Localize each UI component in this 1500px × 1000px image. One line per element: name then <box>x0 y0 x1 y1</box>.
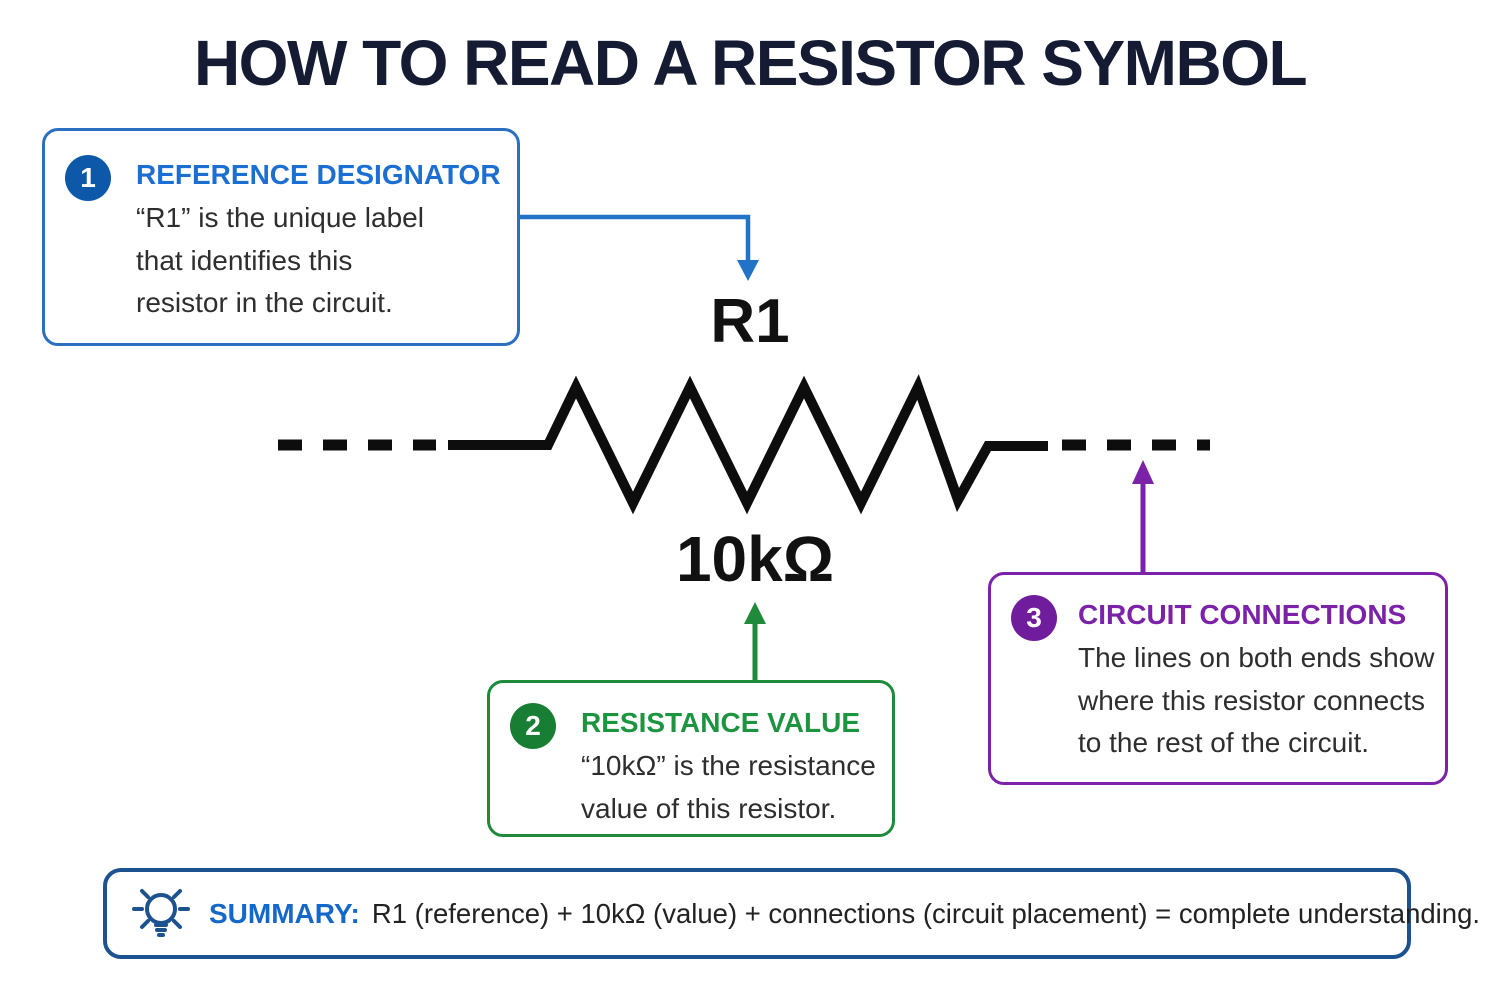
callout-3-number-badge: 3 <box>1011 595 1057 641</box>
resistor-symbol <box>278 374 1210 515</box>
callout-2-title: RESISTANCE VALUE <box>581 707 860 738</box>
callout-1-body: “R1” is the unique label that identifies… <box>136 202 424 319</box>
callout-1-number-badge: 1 <box>65 155 111 201</box>
lightbulb-icon <box>132 888 190 937</box>
resistor-zigzag <box>448 374 1048 515</box>
summary-label: SUMMARY: <box>209 897 360 929</box>
resistor-value-label: 10kΩ <box>675 523 835 595</box>
page-title: HOW TO READ A RESISTOR SYMBOL <box>193 27 1308 99</box>
summary-box: SUMMARY: R1 (reference) + 10kΩ (value) +… <box>103 868 1480 959</box>
reference-connector-arrow <box>520 214 759 281</box>
callout-2-body: “10kΩ” is the resistance value of this r… <box>581 750 876 824</box>
callout-3-body: The lines on both ends show where this r… <box>1078 642 1435 759</box>
summary-text: R1 (reference) + 10kΩ (value) + connecti… <box>371 897 1480 929</box>
value-arrow <box>744 602 766 682</box>
callout-reference-designator: 1 REFERENCE DESIGNATOR “R1” is the uniqu… <box>42 128 520 346</box>
callout-circuit-connections: 3 CIRCUIT CONNECTIONS The lines on both … <box>988 572 1448 785</box>
callout-resistance-value: 2 RESISTANCE VALUE “10kΩ” is the resista… <box>487 680 895 837</box>
connections-arrow <box>1132 460 1154 572</box>
callout-1-title: REFERENCE DESIGNATOR <box>136 159 501 190</box>
callout-3-title: CIRCUIT CONNECTIONS <box>1078 599 1407 630</box>
callout-2-number-badge: 2 <box>510 703 556 749</box>
resistor-designator-label: R1 <box>710 287 790 356</box>
